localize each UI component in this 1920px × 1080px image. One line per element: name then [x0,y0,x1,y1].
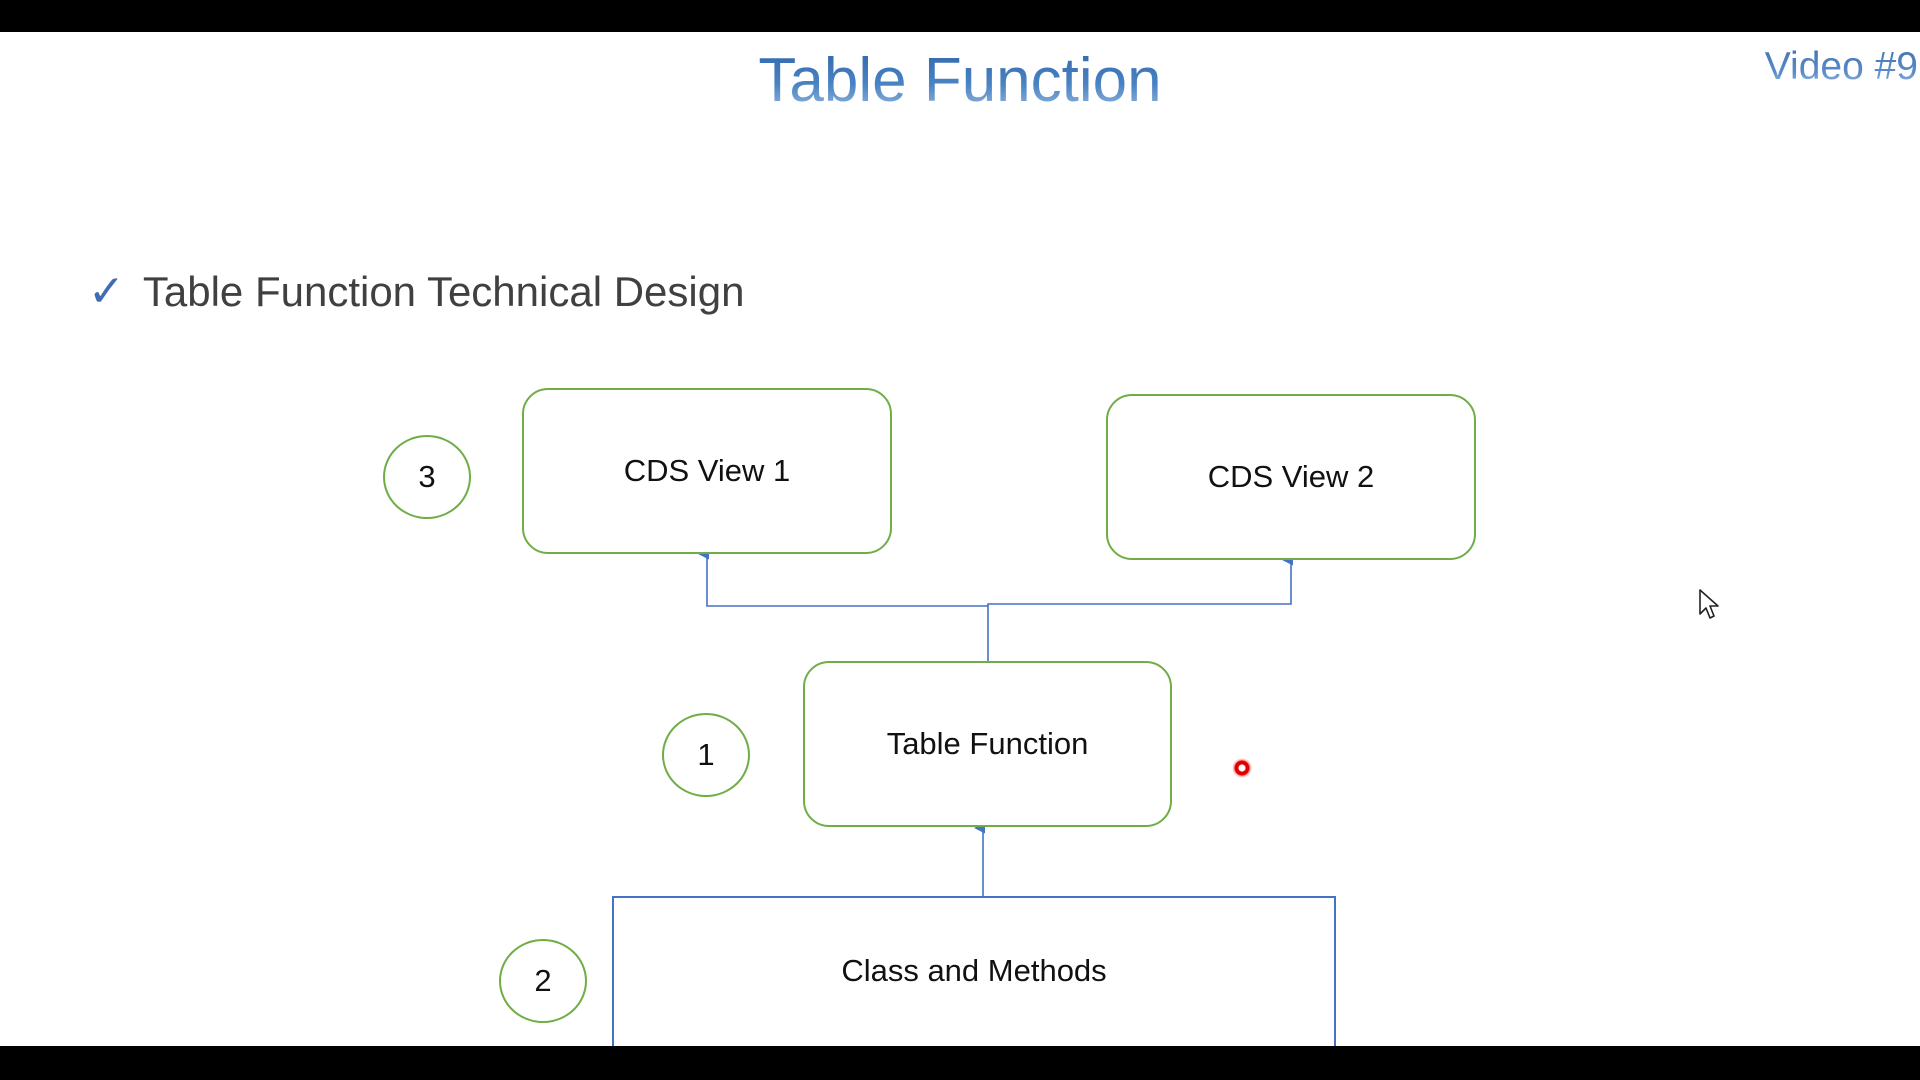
mouse-cursor-icon [1699,589,1719,619]
node-cds-view-2: CDS View 2 [1106,394,1476,560]
step-badge-1: 1 [662,713,750,797]
slide-title: Table Function [0,44,1920,118]
node-cds-view-1: CDS View 1 [522,388,892,554]
node-table-function: Table Function [803,661,1172,827]
checkmark-icon: ✓ [88,266,125,317]
bullet-item: ✓ Table Function Technical Design [88,268,744,316]
diagram-connectors [698,548,1294,896]
connector-table-function-to-cds-view-1 [698,548,989,694]
video-number-label: Video #9 [1765,44,1918,91]
laser-pointer-dot [1232,758,1252,778]
step-badge-2: 2 [499,939,587,1023]
slide-canvas: Table Function Video #9 ✓ Table Function… [0,32,1920,1046]
connector-table-function-to-cds-view-2 [987,554,1294,606]
bullet-text: Table Function Technical Design [142,268,745,315]
node-class-and-methods: Class and Methods [612,896,1336,1046]
step-badge-3: 3 [383,435,471,519]
